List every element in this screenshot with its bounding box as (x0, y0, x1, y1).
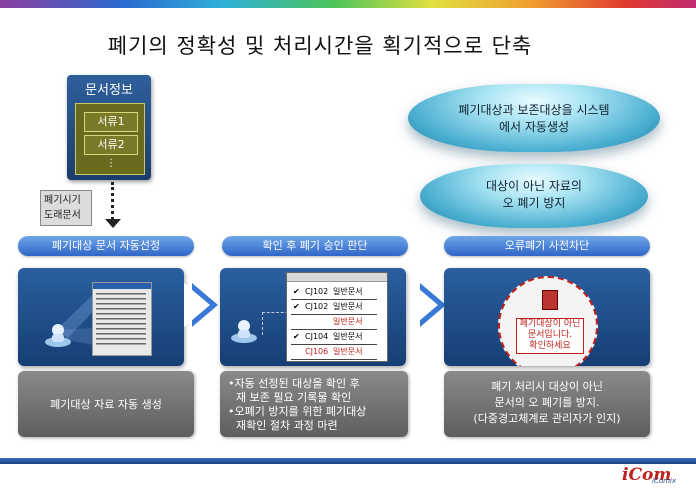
top-rainbow-bar (0, 0, 696, 8)
flow-arrow-inner (412, 283, 438, 327)
benefit-text: 오 폐기 방지 (502, 196, 566, 210)
page-title: 폐기의 정확성 및 처리시간을 획기적으로 단축 (107, 34, 533, 58)
step-desc-2: •자동 선정된 대상을 확인 후 재 보존 필요 기록물 확인 •오폐기 방지를… (220, 371, 408, 437)
file-list-window (92, 282, 152, 356)
approval-row: ✔ CJ102 일반문서 (291, 285, 377, 300)
flow-arrow-inner (184, 283, 210, 327)
warning-light-icon (542, 290, 558, 310)
step-desc-text: 폐기대상 자료 자동 생성 (50, 398, 162, 411)
step-desc-line: 폐기 처리시 대상이 아닌 (491, 380, 603, 393)
benefit-text: 폐기대상과 보존대상을 시스템 (458, 103, 610, 117)
step-panel-1 (18, 268, 184, 366)
approval-row: ✔ CJ104 일반문서 (291, 330, 377, 345)
step-header-1: 폐기대상 문서 자동선정 (18, 236, 194, 256)
approval-row: CJ106 일반문서 (291, 345, 377, 360)
doc-code: CJ104 (305, 332, 329, 341)
more-ellipsis-icon: ⋮ (106, 158, 117, 169)
step-desc-3: 폐기 처리시 대상이 아닌 문서의 오 폐기를 방지. (다중경고체계로 관리자… (444, 371, 650, 437)
company-logo-sub: iComix (652, 477, 677, 485)
arrow-down-icon (105, 219, 121, 228)
step-desc-1: 폐기대상 자료 자동 생성 (18, 371, 194, 437)
alert-message: 폐기대상이 아닌 문서입니다. 확인하세요 (516, 318, 584, 354)
step-bullet: 재 보존 필요 기록물 확인 (236, 391, 352, 404)
check-icon[interactable]: ✔ (293, 302, 300, 311)
alert-popup: 폐기대상이 아닌 문서입니다. 확인하세요 (498, 276, 598, 366)
benefit-text: 대상이 아닌 자료의 (486, 179, 582, 193)
approval-list: ✔ CJ102 일반문서 ✔ CJ102 일반문서 일반문서 ✔ CJ104 일… (291, 285, 383, 360)
benefit-text: 에서 자동생성 (498, 120, 570, 134)
doc-label: 일반문서 (333, 332, 363, 341)
step-header-3: 오류폐기 사전차단 (444, 236, 650, 256)
doc-label: 일반문서 (333, 317, 363, 326)
window-titlebar (93, 283, 151, 289)
step-panel-2: ✔ CJ102 일반문서 ✔ CJ102 일반문서 일반문서 ✔ CJ104 일… (220, 268, 406, 366)
window-titlebar (287, 273, 387, 282)
due-documents-line: 도래문서 (44, 210, 81, 221)
step-bullet: •오폐기 방지를 위한 폐기대상 (228, 405, 367, 418)
doc-code: CJ102 (305, 302, 329, 311)
document-list: 서류1 서류2 ⋮ (75, 103, 145, 175)
doc-code: CJ102 (305, 287, 329, 296)
check-icon[interactable]: ✔ (293, 332, 300, 341)
alert-line: 문서입니다. (527, 330, 573, 340)
approval-row: ✔ CJ102 일반문서 (291, 300, 377, 315)
company-logo: iCom (622, 465, 672, 485)
doc-label: 일반문서 (333, 287, 363, 296)
step-desc-line: (다중경고체계로 관리자가 인지) (473, 412, 621, 425)
document-item: 서류2 (84, 135, 138, 155)
step-panel-3: 폐기대상이 아닌 문서입니다. 확인하세요 (444, 268, 650, 366)
due-documents-box: 폐기시기 도래문서 (40, 190, 92, 226)
connector-line (262, 312, 293, 335)
step-header-2: 확인 후 폐기 승인 판단 (222, 236, 408, 256)
benefit-dome-2: 대상이 아닌 자료의 오 폐기 방지 (420, 164, 648, 228)
doc-code: CJ106 (305, 347, 329, 356)
step-bullet: •자동 선정된 대상을 확인 후 (228, 377, 360, 390)
user-computer-icon (230, 316, 258, 344)
alert-line: 확인하세요 (529, 341, 571, 351)
approval-window: ✔ CJ102 일반문서 ✔ CJ102 일반문서 일반문서 ✔ CJ104 일… (286, 272, 388, 362)
doc-label: 일반문서 (333, 347, 363, 356)
approval-row: 일반문서 (291, 315, 377, 330)
document-info-header: 문서정보 (85, 83, 133, 98)
file-list-rows (96, 293, 146, 345)
bottom-bar (0, 458, 696, 464)
benefit-dome-1: 폐기대상과 보존대상을 시스템 에서 자동생성 (408, 84, 660, 152)
step-desc-line: 문서의 오 폐기를 방지. (494, 396, 600, 409)
user-computer-icon (44, 320, 72, 348)
flow-dotted-arrow (111, 182, 114, 220)
doc-label: 일반문서 (333, 302, 363, 311)
alert-line: 폐기대상이 아닌 (519, 319, 581, 329)
document-info-panel: 문서정보 서류1 서류2 ⋮ (67, 75, 151, 180)
due-documents-line: 폐기시기 (44, 195, 81, 206)
document-item: 서류1 (84, 112, 138, 132)
step-bullet: 재확인 절차 과정 마련 (236, 419, 338, 432)
check-icon[interactable]: ✔ (293, 287, 300, 296)
